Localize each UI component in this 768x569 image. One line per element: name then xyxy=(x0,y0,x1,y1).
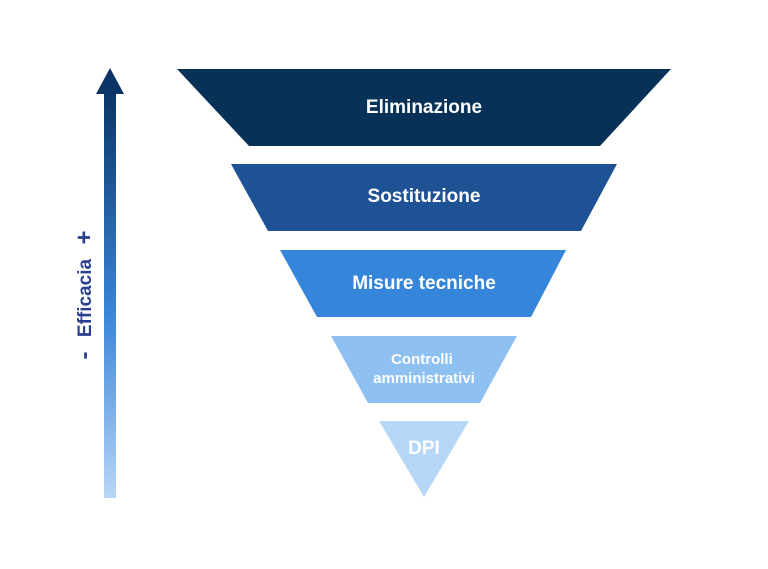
pyramid-shape-eliminazione xyxy=(177,69,671,146)
efficacy-axis-label: - Efficacia + xyxy=(71,230,98,359)
pyramid-level-misure-tecniche: Misure tecniche xyxy=(280,250,566,317)
level-label-controlli-amministrativi: Controlli amministrativi xyxy=(373,351,475,387)
level-label-line-2: amministrativi xyxy=(373,370,475,387)
pyramid-level-controlli-amministrativi: Controlli amministrativi xyxy=(331,336,517,403)
pyramid-level-dpi: DPI xyxy=(379,421,469,497)
pyramid-shape-misure-tecniche xyxy=(280,250,566,317)
axis-label-text: Efficacia xyxy=(75,259,96,338)
efficacy-arrow-shaft xyxy=(104,92,116,498)
level-label-sostituzione: Sostituzione xyxy=(368,186,481,207)
pyramid-shape-sostituzione xyxy=(231,164,617,231)
efficacy-arrow-head xyxy=(96,68,124,94)
axis-minus-sign: - xyxy=(71,352,98,360)
level-label-line-1: Controlli xyxy=(391,351,453,368)
pyramid-level-eliminazione: Eliminazione xyxy=(177,69,671,146)
axis-plus-sign: + xyxy=(71,230,98,244)
level-label-dpi: DPI xyxy=(408,438,440,459)
efficacy-arrow xyxy=(96,68,124,498)
pyramid-level-sostituzione: Sostituzione xyxy=(231,164,617,231)
level-label-eliminazione: Eliminazione xyxy=(366,97,482,118)
pyramid-shape-controlli-amministrativi xyxy=(331,336,517,403)
pyramid-shape-dpi xyxy=(379,421,469,497)
level-label-misure-tecniche: Misure tecniche xyxy=(352,273,496,294)
